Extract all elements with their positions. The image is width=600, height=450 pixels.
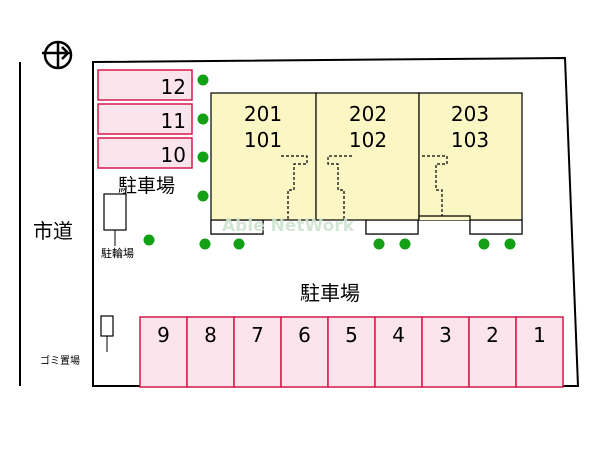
building: 201 101 202 102 203 103 xyxy=(210,92,523,235)
tree-icon xyxy=(199,238,211,250)
parking-number-7: 7 xyxy=(251,323,264,347)
parking-space-9 xyxy=(139,316,188,388)
unit-number-201: 201 xyxy=(244,102,282,126)
trees xyxy=(143,74,516,250)
unit-3 xyxy=(418,92,523,221)
bicycle-parking-box xyxy=(103,193,127,231)
tree-icon xyxy=(233,238,245,250)
parking-number-10: 10 xyxy=(161,143,186,167)
parking-label-main: 駐車場 xyxy=(300,281,360,305)
road-label: 市道 xyxy=(33,219,73,243)
parking-space-11 xyxy=(97,103,193,135)
tree-icon xyxy=(197,113,209,125)
parking-number-1: 1 xyxy=(533,323,546,347)
tree-icon xyxy=(504,238,516,250)
tree-icon xyxy=(197,151,209,163)
tree-icon xyxy=(478,238,490,250)
parking-label-upper: 駐車場 xyxy=(118,175,175,197)
unit-number-101: 101 xyxy=(244,128,282,152)
tree-icon xyxy=(143,234,155,246)
parking-number-12: 12 xyxy=(161,75,186,99)
watermark-text: Able NetWork xyxy=(222,216,355,236)
parking-space-4 xyxy=(374,316,423,388)
parking-number-11: 11 xyxy=(161,109,186,133)
parking-space-6 xyxy=(280,316,329,388)
bottom-parking-group: 9 8 7 6 5 4 3 2 1 xyxy=(139,316,564,388)
stair-outline-2 xyxy=(327,155,352,220)
parking-space-10 xyxy=(97,137,193,169)
unit-number-203: 203 xyxy=(451,102,489,126)
garbage-area-box xyxy=(100,315,114,337)
parking-space-1 xyxy=(515,316,564,388)
stair-outline-3 xyxy=(422,155,448,216)
unit-number-102: 102 xyxy=(349,128,387,152)
side-parking-group: 12 11 10 xyxy=(97,69,193,169)
parking-space-12 xyxy=(97,69,193,101)
bicycle-parking-label: 駐輪場 xyxy=(101,246,134,260)
parking-number-6: 6 xyxy=(298,323,311,347)
tree-icon xyxy=(373,238,385,250)
parking-number-8: 8 xyxy=(204,323,217,347)
tree-icon xyxy=(197,190,209,202)
parking-number-2: 2 xyxy=(486,323,499,347)
tree-icon xyxy=(197,74,209,86)
parking-space-7 xyxy=(233,316,282,388)
unit-number-202: 202 xyxy=(349,102,387,126)
unit-2 xyxy=(315,92,420,221)
stair-outline-1 xyxy=(281,155,308,220)
unit-number-103: 103 xyxy=(451,128,489,152)
parking-space-3 xyxy=(421,316,470,388)
parking-space-5 xyxy=(327,316,376,388)
parking-number-5: 5 xyxy=(345,323,358,347)
garbage-area-label: ゴミ置場 xyxy=(40,354,80,367)
parking-number-3: 3 xyxy=(439,323,452,347)
tree-icon xyxy=(399,238,411,250)
parking-number-9: 9 xyxy=(157,323,170,347)
north-arrow-icon xyxy=(42,40,73,70)
parking-number-4: 4 xyxy=(392,323,405,347)
